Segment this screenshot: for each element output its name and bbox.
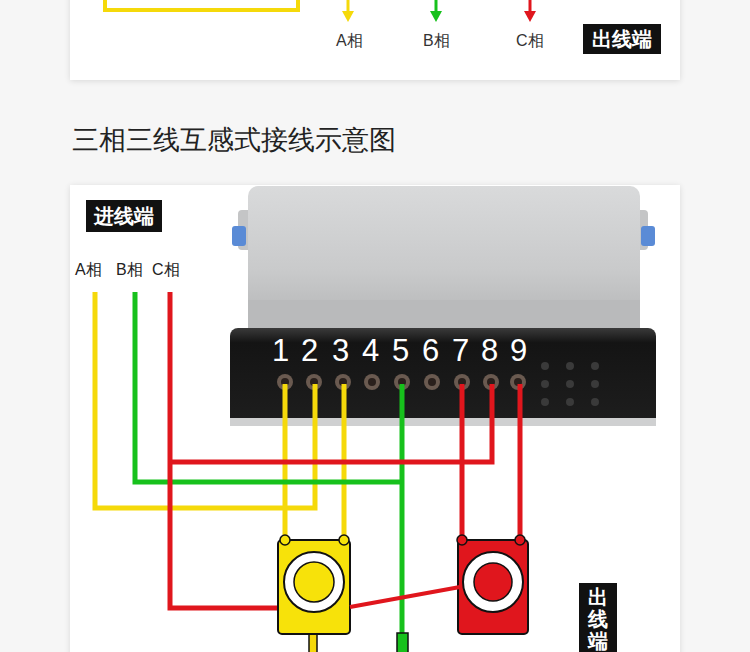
phase-label: A相	[75, 260, 102, 279]
green-terminal-stub	[397, 633, 408, 652]
terminal-number: 7	[452, 332, 469, 369]
current-transformer-c-part	[463, 552, 523, 612]
tag-text: 出线端	[592, 27, 652, 51]
phase-c-wires-part	[518, 384, 523, 540]
inlet-tag: 进线端	[86, 200, 162, 232]
current-transformer-a-part	[278, 540, 350, 634]
phase-label: B相	[423, 31, 450, 50]
vent-dots-part	[541, 380, 549, 388]
vent-dots-part	[591, 362, 599, 370]
current-transformer-a-part	[339, 535, 349, 545]
terminal-holes-part	[428, 378, 436, 386]
current-transformer-c-part	[474, 563, 512, 601]
current-transformer-c-part	[457, 535, 467, 545]
current-transformer-c-part	[458, 540, 528, 634]
vent-dots	[541, 362, 599, 406]
phase-label: B相	[116, 260, 143, 279]
terminal-number: 4	[362, 332, 379, 369]
outlet-tag: 出线端	[583, 24, 661, 54]
vent-dots-part	[566, 362, 574, 370]
phase-label: C相	[152, 260, 180, 279]
tag-text: 出线端	[588, 586, 608, 652]
upper-wires-part	[430, 11, 442, 22]
current-transformer-c	[457, 535, 528, 634]
current-transformer-c-part	[515, 535, 525, 545]
phase-b-wires-part	[400, 384, 405, 640]
current-transformer-a	[278, 535, 350, 652]
phase-c-wires-part	[460, 384, 465, 540]
terminal-number: 5	[392, 332, 409, 369]
vent-dots-part	[541, 398, 549, 406]
terminal-holes-part	[364, 374, 380, 390]
upper-wires-part	[105, 0, 298, 10]
terminal-number: 8	[481, 332, 498, 369]
terminal-number: 3	[332, 332, 349, 369]
phase-a-wires	[95, 292, 344, 540]
vent-dots-part	[591, 380, 599, 388]
upper-wires-part	[435, 0, 438, 12]
phase-label: C相	[516, 31, 544, 50]
meter-body-part	[641, 226, 655, 246]
tag-text: 进线端	[94, 204, 154, 228]
diagram-title: 三相三线互感式接线示意图	[72, 122, 396, 158]
ct-link-wire	[350, 587, 460, 607]
phase-label: A相	[336, 31, 363, 50]
phase-b-wires-part	[135, 292, 402, 482]
upper-wires-part	[524, 11, 536, 22]
vent-dots-part	[566, 398, 574, 406]
upper-wires-part	[342, 11, 354, 22]
meter-body-part	[230, 328, 656, 426]
meter-body-part	[230, 418, 656, 426]
current-transformer-a-part	[294, 562, 334, 602]
meter-body-part	[248, 300, 640, 330]
vent-dots-part	[566, 380, 574, 388]
phase-a-wires-part	[95, 292, 315, 508]
meter-body-part	[232, 226, 246, 246]
vent-dots-part	[591, 398, 599, 406]
current-transformer-a-part	[284, 552, 344, 612]
terminal-holes-part	[424, 374, 440, 390]
terminal-holes-part	[368, 378, 376, 386]
upper-wires	[105, 0, 536, 22]
current-transformer-a-part	[280, 535, 290, 545]
phase-c-wires-part	[170, 292, 280, 608]
meter-body	[230, 186, 656, 426]
vent-dots-part	[541, 362, 549, 370]
terminal-number: 6	[422, 332, 439, 369]
terminal-number: 2	[301, 332, 318, 369]
upper-wires-part	[347, 0, 350, 12]
outlet-tag-vertical: 出线端	[579, 583, 617, 652]
phase-b-wires	[135, 292, 402, 640]
phase-c-wires-part	[170, 384, 492, 462]
upper-wires-part	[529, 0, 532, 12]
terminal-number: 1	[272, 332, 289, 369]
terminal-number: 9	[510, 332, 527, 369]
